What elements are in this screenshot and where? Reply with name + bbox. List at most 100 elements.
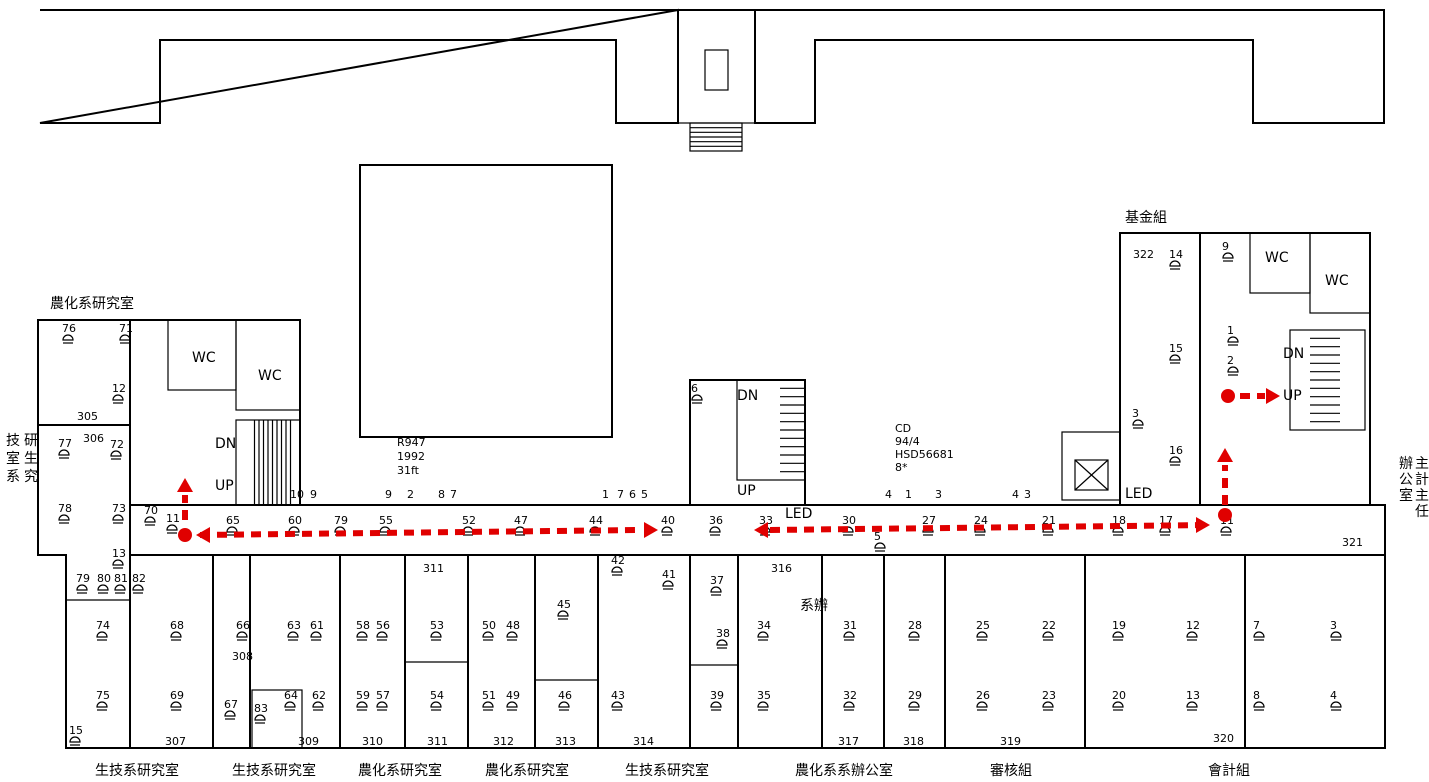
fixture-number: 16 bbox=[1169, 444, 1183, 457]
lamp-icon bbox=[710, 586, 722, 593]
fixture-number: 15 bbox=[1169, 342, 1183, 355]
fixture-number: 3 bbox=[1330, 619, 1337, 632]
fixture-number: 7 bbox=[450, 488, 457, 501]
fixture-number: 76 bbox=[62, 322, 76, 335]
lamp-icon bbox=[662, 580, 674, 587]
room-number: 311 bbox=[427, 735, 448, 748]
room-number: 310 bbox=[362, 735, 383, 748]
fixture-number: 1 bbox=[905, 488, 912, 501]
lamp-icon bbox=[166, 524, 178, 531]
bottom-area-label: 生技系研究室 bbox=[625, 762, 709, 779]
bottom-area-label: 會計組 bbox=[1208, 763, 1250, 779]
lamp-icon bbox=[112, 394, 124, 401]
svg-text:系: 系 bbox=[6, 469, 20, 485]
lamp-icon bbox=[58, 449, 70, 456]
lamp-icon bbox=[976, 701, 988, 708]
fixture-number: 68 bbox=[170, 619, 184, 632]
bottom-area-label: 生技系研究室 bbox=[95, 762, 179, 779]
fixture-number: 83 bbox=[254, 702, 268, 715]
lamp-icon bbox=[843, 701, 855, 708]
room-number: 311 bbox=[423, 562, 444, 575]
svg-text:技: 技 bbox=[6, 433, 20, 449]
lamp-icon bbox=[132, 584, 144, 591]
fixture-number: 33 bbox=[759, 514, 773, 527]
lamp-icon bbox=[226, 526, 238, 533]
fixture-number: 2 bbox=[1227, 354, 1234, 367]
north-stairwell bbox=[677, 9, 756, 152]
lamp-icon bbox=[1169, 456, 1181, 463]
lamp-icon bbox=[356, 701, 368, 708]
courtyard bbox=[359, 164, 613, 438]
fixture-number: 74 bbox=[96, 619, 110, 632]
fixture-number: 45 bbox=[557, 598, 571, 611]
lamp-icon bbox=[757, 631, 769, 638]
room-number: 321 bbox=[1342, 536, 1363, 549]
lamp-icon bbox=[976, 631, 988, 638]
lamp-icon bbox=[1330, 701, 1342, 708]
fixture-number: 20 bbox=[1112, 689, 1126, 702]
fixture-number: 72 bbox=[110, 438, 124, 451]
light-fixtures: 6560795552474440363330272421181711798081… bbox=[58, 240, 1342, 746]
lamp-icon bbox=[1132, 419, 1144, 426]
label-fund-group: 基金組 bbox=[1125, 209, 1167, 226]
fixture-number: 77 bbox=[58, 437, 72, 450]
lamp-icon bbox=[170, 631, 182, 638]
lamp-icon bbox=[170, 701, 182, 708]
fixture-number: 57 bbox=[376, 689, 390, 702]
stair-dn-center: DN bbox=[737, 388, 758, 404]
fixture-number: 9 bbox=[1222, 240, 1229, 253]
lamp-icon bbox=[236, 631, 248, 638]
svg-text:任: 任 bbox=[1415, 504, 1429, 520]
lamp-icon bbox=[1253, 631, 1265, 638]
svg-text:計: 計 bbox=[1415, 472, 1429, 488]
fixture-number: 31 bbox=[843, 619, 857, 632]
room-number: 322 bbox=[1133, 248, 1154, 261]
fixture-number: 12 bbox=[112, 382, 126, 395]
lamp-icon bbox=[430, 701, 442, 708]
fixture-number: 2 bbox=[407, 488, 414, 501]
fixture-number: 38 bbox=[716, 627, 730, 640]
fixture-number: 7 bbox=[1253, 619, 1260, 632]
lamp-icon bbox=[482, 631, 494, 638]
lamp-icon bbox=[1042, 701, 1054, 708]
evacuation-route bbox=[177, 388, 1280, 543]
lamp-icon bbox=[110, 450, 122, 457]
lamp-icon bbox=[908, 701, 920, 708]
fixture-number: 25 bbox=[976, 619, 990, 632]
fixture-number: 71 bbox=[119, 322, 133, 335]
fixture-number: 51 bbox=[482, 689, 496, 702]
fixture-number: 65 bbox=[226, 514, 240, 527]
fixture-number: 60 bbox=[288, 514, 302, 527]
lamp-icon bbox=[506, 631, 518, 638]
lamp-icon bbox=[1186, 631, 1198, 638]
svg-text:主: 主 bbox=[1415, 456, 1429, 472]
fixture-number: 22 bbox=[1042, 619, 1056, 632]
bottom-area-label: 農化系研究室 bbox=[485, 762, 569, 779]
lamp-icon bbox=[1227, 336, 1239, 343]
lamp-icon bbox=[757, 701, 769, 708]
fixture-number: 37 bbox=[710, 574, 724, 587]
lamp-icon bbox=[1253, 701, 1265, 708]
wc-label-3: WC bbox=[1265, 250, 1289, 266]
svg-text:辦: 辦 bbox=[1399, 456, 1413, 472]
fixture-number: 56 bbox=[376, 619, 390, 632]
lamp-icon bbox=[287, 631, 299, 638]
main-building-outline bbox=[37, 232, 1386, 749]
note-right-1: CD bbox=[895, 422, 911, 435]
south-room-dividers bbox=[66, 555, 1246, 749]
fixture-number: 78 bbox=[58, 502, 72, 515]
fixture-number: 12 bbox=[1186, 619, 1200, 632]
north-wing-outline bbox=[39, 8, 1385, 124]
note-left-1: R947 bbox=[397, 436, 426, 449]
lamp-icon bbox=[1112, 701, 1124, 708]
fixture-number: 58 bbox=[356, 619, 370, 632]
lamp-icon bbox=[506, 701, 518, 708]
wc-block-b bbox=[235, 319, 301, 411]
fixture-number: 5 bbox=[641, 488, 648, 501]
fixture-number: 52 bbox=[462, 514, 476, 527]
label-agchem-lab-top: 農化系研究室 bbox=[50, 295, 134, 312]
fixture-number: 3 bbox=[1132, 407, 1139, 420]
lamp-icon bbox=[430, 631, 442, 638]
fixture-number: 63 bbox=[287, 619, 301, 632]
fixture-number: 23 bbox=[1042, 689, 1056, 702]
